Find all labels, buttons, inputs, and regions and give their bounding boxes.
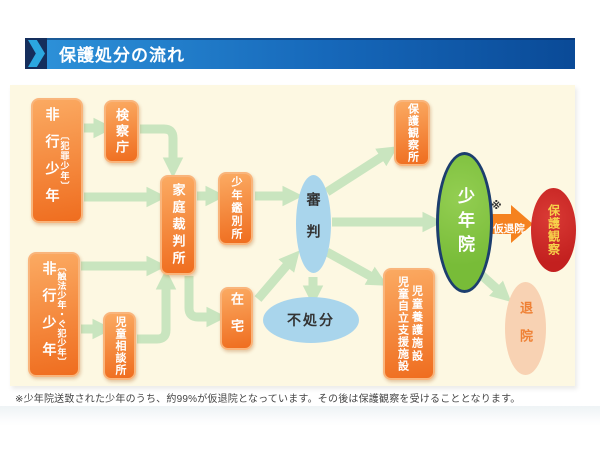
node-shinpan: 審判 [296,175,331,273]
node-jidou-shisetsu: 児童養護施設 児童自立支援施設 [383,268,435,380]
node-hikou-shounen-1: 〔犯罪少年〕 非行少年 [31,98,83,223]
node-label: 退院 [518,300,533,357]
node-jidou-soudanjo: 児童相談所 [103,312,136,380]
node-label: 保護観察 [546,204,561,256]
node-hikou-shounen-2: 〔触法少年・ぐ犯少年〕 非行少年 [28,252,80,377]
karitaiin-note-mark: ※ [491,200,502,212]
node-hogo-kansatsusho: 保護観察所 [394,100,430,166]
karitaiin-label: 仮退院 [493,223,525,235]
node-label-right: 児童養護施設 [410,285,423,363]
bottom-sheen [0,406,600,426]
node-kensatsucho: 検察庁 [104,100,139,163]
node-shounen-kanbetsusho: 少年鑑別所 [218,172,253,245]
node-label: 少年院 [455,186,474,259]
header-bar: 保護処分の流れ [25,38,575,69]
node-label: 検察庁 [114,107,129,156]
node-label: 保護観察所 [406,103,419,163]
node-zaitaku: 在宅 [220,287,253,350]
node-label: 家庭裁判所 [170,182,186,268]
node-label: 少年鑑別所 [230,176,242,241]
node-label: 非行少年 [41,260,58,369]
node-taiin: 退院 [505,282,546,375]
node-fushobun: 不処分 [263,297,359,343]
node-shounenin: 少年院 [436,152,493,293]
node-label: 在宅 [229,291,244,346]
node-label-left: 児童自立支援施設 [396,276,409,372]
node-label: 児童相談所 [114,316,126,376]
node-label: 非行少年 [44,106,61,215]
page-title: 保護処分の流れ [59,45,185,65]
node-label: 審判 [305,192,322,256]
header-cap [25,38,47,69]
node-annotation: 〔犯罪少年〕 [59,130,70,191]
node-katei-saibansho: 家庭裁判所 [160,175,196,275]
node-annotation: 〔触法少年・ぐ犯少年〕 [56,262,67,367]
node-label: 不処分 [287,312,335,328]
footnote: ※少年院送致された少年のうち、約99%が仮退院となっています。その後は保護観察を… [15,394,521,405]
chevron-right-icon [28,40,45,67]
node-hogo-kansatsu: 保護観察 [531,188,576,272]
